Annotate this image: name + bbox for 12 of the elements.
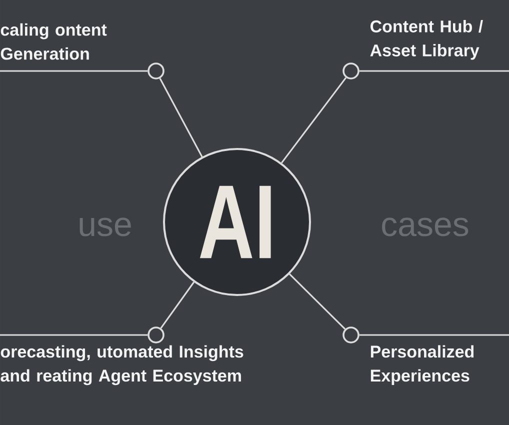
connector-line — [160, 282, 195, 329]
connector-line — [359, 334, 509, 336]
connector-line — [0, 334, 148, 336]
connector-line — [280, 77, 347, 164]
item-label: caling ontent Generation — [0, 23, 107, 60]
connector-line — [359, 70, 509, 72]
connector-line — [289, 274, 346, 330]
item-label: orecasting, utomated Insights and reating Agent Ecosystem — [0, 345, 244, 386]
item-label: Personalized Experiences — [370, 345, 474, 386]
item-label: Content Hub / Asset Library — [370, 20, 483, 60]
connector-line — [159, 78, 203, 158]
connector-line — [0, 70, 148, 72]
